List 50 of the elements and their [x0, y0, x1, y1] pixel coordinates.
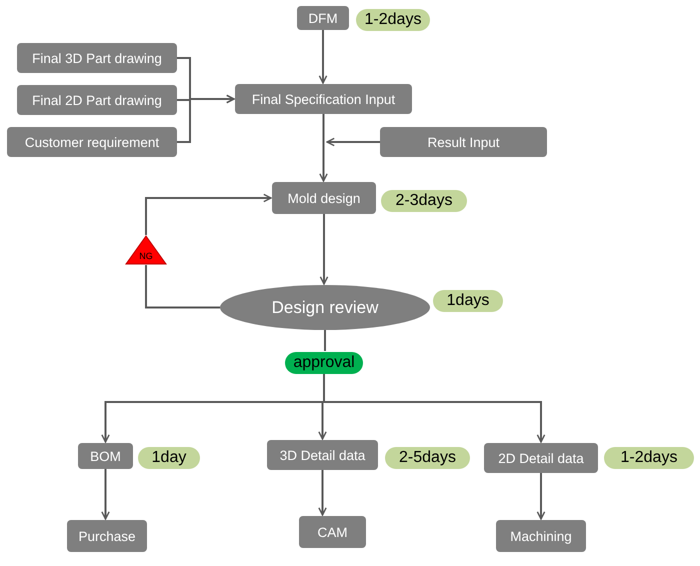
arrow	[177, 94, 235, 143]
duration-tag: 1days	[433, 290, 503, 312]
process-box	[267, 440, 378, 470]
process-box	[272, 182, 376, 214]
duration-tag: 1-2days	[604, 447, 694, 469]
duration-tag: 2-3days	[381, 190, 467, 212]
arrow	[320, 214, 328, 285]
warning-triangle	[125, 235, 167, 265]
arrow	[101, 469, 110, 520]
connector-line	[324, 330, 326, 351]
node-label: Customer requirement	[24, 134, 160, 150]
duration-tag: 1-2days	[356, 9, 430, 31]
node-label: CAM	[318, 524, 348, 540]
node-label: DFM	[308, 10, 338, 26]
process-box	[67, 520, 147, 552]
process-box	[496, 520, 586, 552]
arrow	[326, 138, 380, 146]
arrow	[323, 374, 546, 443]
node-label: Final Specification Input	[252, 92, 396, 106]
duration-tag: 2-5days	[385, 447, 470, 469]
connector-line	[145, 265, 220, 308]
process-box	[17, 85, 177, 115]
duration-tag: 1day	[138, 447, 200, 469]
node-label: Design review	[272, 298, 378, 318]
process-box	[7, 127, 177, 157]
node-label: Mold design	[288, 190, 360, 206]
node-label: 3D Detail data	[280, 448, 366, 462]
arrow	[536, 473, 546, 520]
process-box	[380, 127, 547, 157]
node-label: Purchase	[78, 528, 136, 544]
process-box	[78, 443, 133, 469]
review-ellipse	[220, 285, 430, 330]
node-label: Result Input	[427, 134, 500, 150]
process-box	[17, 43, 177, 73]
node-label: approval	[293, 354, 355, 372]
arrow	[318, 470, 327, 516]
node-label: Final 2D Part drawing	[32, 92, 162, 108]
node-label: 2D Detail data	[498, 450, 584, 466]
approval-pill	[285, 352, 363, 374]
process-box	[299, 516, 366, 548]
node-label: BOM	[90, 448, 121, 464]
node-label: NG	[139, 251, 153, 261]
process-box	[484, 443, 598, 473]
arrow	[319, 114, 328, 182]
arrow	[318, 30, 328, 84]
process-box	[235, 84, 412, 114]
node-label: Final 3D Part drawing	[32, 50, 162, 66]
node-label: Machining	[510, 528, 572, 544]
process-box	[297, 6, 349, 30]
arrow	[145, 194, 272, 235]
